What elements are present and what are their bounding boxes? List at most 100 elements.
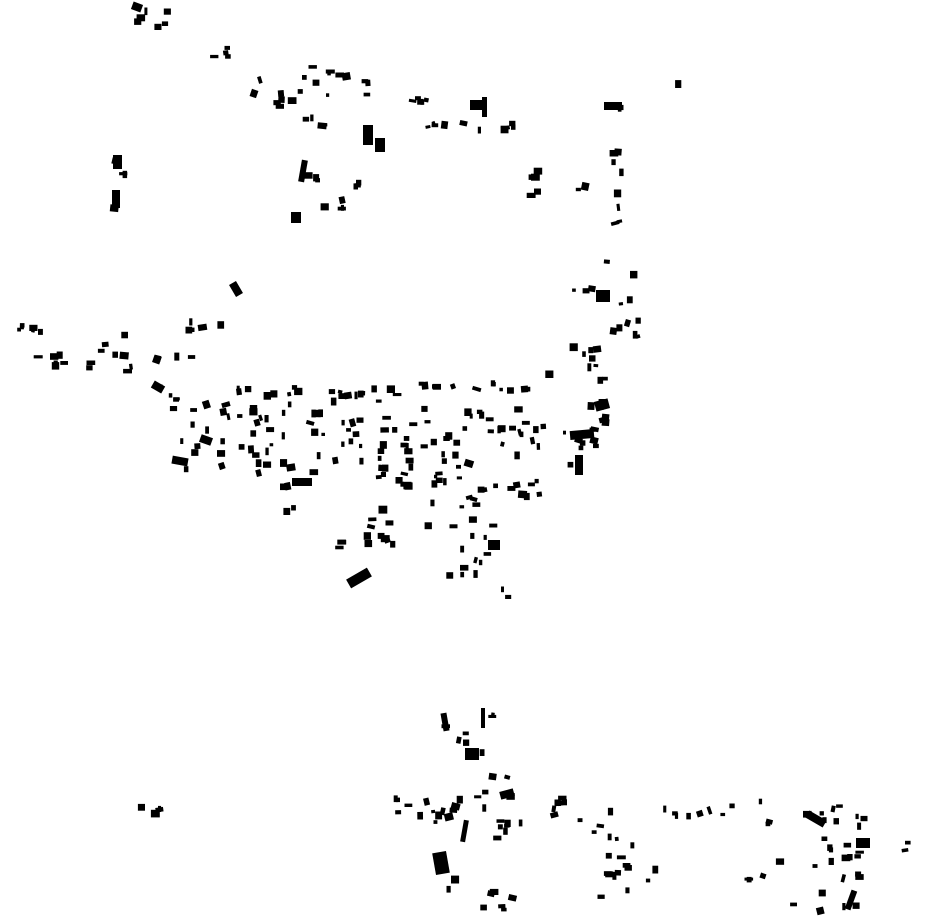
building	[325, 69, 335, 74]
building	[86, 365, 93, 371]
building	[31, 325, 36, 333]
building	[812, 864, 818, 868]
building	[303, 172, 313, 179]
building	[346, 428, 351, 432]
building	[591, 830, 597, 834]
building	[521, 420, 530, 425]
building	[340, 539, 347, 545]
building	[337, 389, 343, 394]
building	[470, 100, 484, 110]
building	[549, 811, 559, 819]
building	[616, 203, 621, 212]
building	[632, 330, 638, 339]
building	[33, 355, 43, 359]
building	[161, 21, 169, 26]
building	[836, 804, 843, 808]
building	[490, 380, 496, 387]
building	[482, 804, 487, 812]
building	[463, 739, 470, 746]
building	[359, 457, 364, 465]
building	[255, 469, 262, 478]
building	[400, 481, 404, 487]
building	[280, 483, 287, 491]
building	[483, 552, 492, 556]
building	[253, 418, 261, 427]
building	[171, 455, 189, 467]
building	[420, 444, 428, 449]
building	[328, 389, 336, 395]
building	[569, 343, 578, 352]
building	[320, 203, 329, 211]
building	[297, 89, 303, 94]
building	[451, 875, 460, 884]
building	[575, 455, 583, 475]
building	[341, 71, 351, 81]
building	[180, 438, 184, 444]
building	[173, 397, 180, 401]
building	[512, 481, 521, 489]
building	[456, 795, 463, 804]
building	[604, 102, 622, 110]
building	[596, 290, 610, 302]
building	[357, 390, 364, 398]
building	[380, 472, 386, 477]
building	[464, 408, 472, 416]
building	[901, 848, 909, 853]
building	[603, 259, 610, 264]
building	[498, 904, 506, 909]
building	[423, 797, 431, 806]
building	[446, 885, 451, 893]
building	[855, 874, 864, 880]
building	[609, 327, 618, 336]
building	[534, 478, 539, 484]
building	[473, 570, 478, 578]
building	[509, 120, 516, 127]
building	[395, 477, 403, 484]
building	[380, 427, 389, 433]
building	[258, 414, 264, 422]
building	[485, 417, 494, 422]
building	[582, 288, 590, 294]
building	[504, 819, 511, 827]
building	[354, 391, 358, 400]
building	[221, 401, 231, 409]
building	[488, 540, 500, 550]
building	[526, 192, 536, 198]
building	[309, 469, 319, 476]
building	[283, 507, 291, 515]
building	[269, 443, 274, 447]
building	[113, 155, 122, 169]
building	[292, 478, 312, 486]
building	[509, 425, 516, 431]
building	[287, 401, 292, 408]
building	[577, 818, 583, 823]
building	[331, 456, 339, 465]
building	[463, 458, 475, 469]
building	[596, 823, 605, 829]
building	[605, 871, 614, 878]
building	[343, 391, 353, 400]
building	[210, 54, 219, 59]
building	[363, 125, 373, 145]
building	[598, 416, 608, 424]
building	[496, 819, 505, 823]
building	[404, 448, 413, 455]
building	[137, 803, 145, 811]
building	[280, 459, 288, 467]
building	[446, 572, 454, 579]
building	[455, 736, 462, 744]
building	[855, 871, 862, 877]
building	[456, 464, 461, 469]
building	[430, 438, 437, 446]
building	[197, 323, 208, 332]
building	[346, 567, 372, 589]
building	[520, 385, 529, 393]
building	[353, 183, 358, 190]
building	[432, 384, 438, 389]
building	[470, 532, 475, 539]
building	[569, 428, 595, 441]
building	[284, 481, 292, 491]
building	[417, 98, 424, 105]
building	[244, 386, 252, 393]
